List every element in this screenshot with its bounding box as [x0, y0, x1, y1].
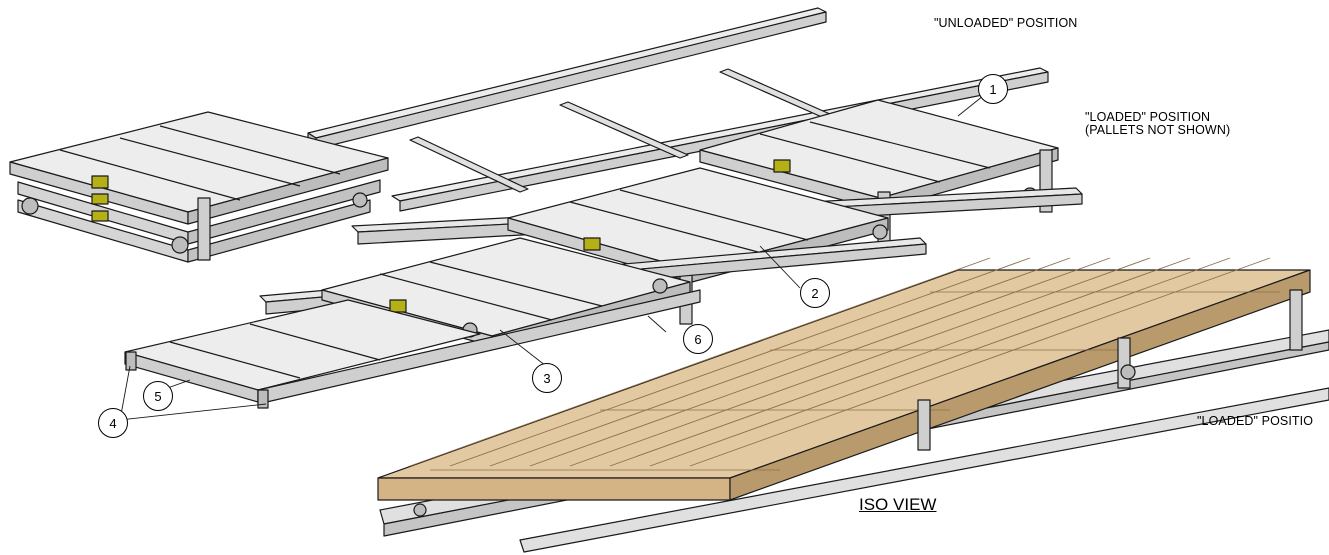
- balloon-3: 3: [532, 363, 562, 393]
- balloon-1: 1: [978, 74, 1008, 104]
- loaded-cart-frame-upper: [699, 99, 1059, 249]
- balloon-6: 6: [683, 324, 713, 354]
- iso-view-title: ISO VIEW: [859, 495, 937, 514]
- pallet-assembly: [377, 257, 1329, 553]
- loaded-position-label: "LOADED" POSITION: [1085, 110, 1211, 124]
- loaded-position-label-right: "LOADED" POSITIO: [1197, 414, 1314, 428]
- base-frame-lower-left: [124, 289, 701, 409]
- unloaded-cart-stack: [9, 111, 389, 263]
- balloon-2: 2: [800, 278, 830, 308]
- unloaded-position-label: "UNLOADED" POSITION: [934, 16, 1078, 30]
- balloon-4: 4: [98, 408, 128, 438]
- pallets-not-shown-note: (PALLETS NOT SHOWN): [1085, 123, 1231, 137]
- rail-cross-ties: [409, 68, 849, 193]
- balloon-5: 5: [143, 381, 173, 411]
